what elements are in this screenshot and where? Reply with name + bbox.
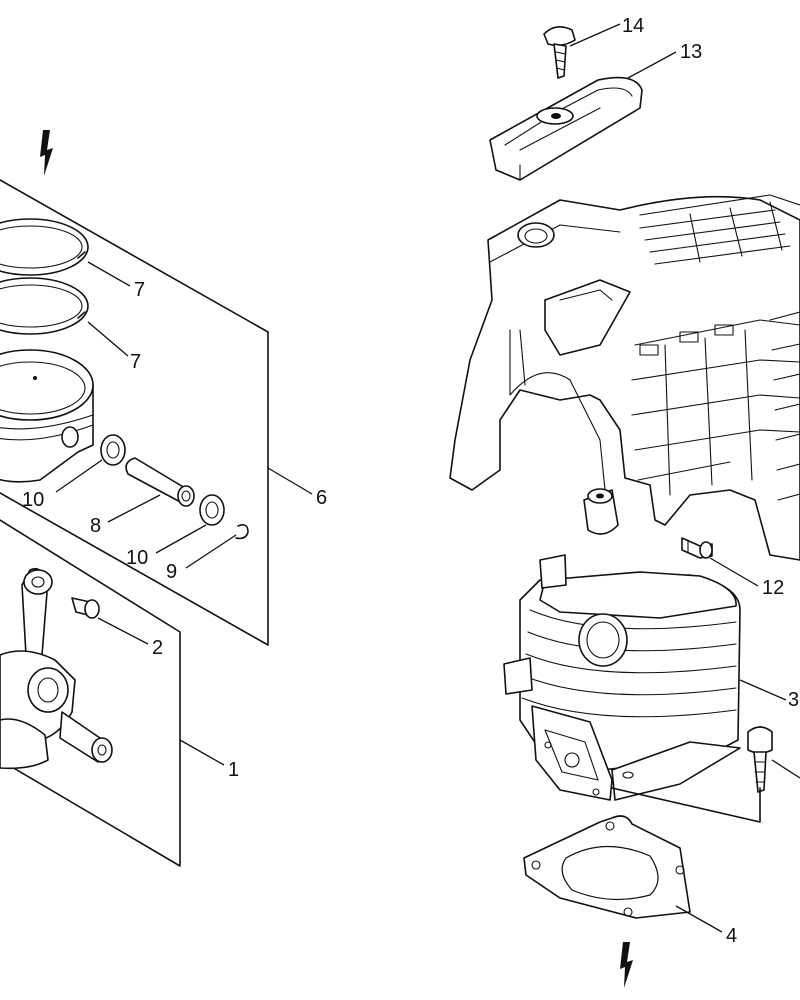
piston-pin — [125, 457, 195, 507]
piston — [0, 349, 94, 483]
screw-top — [543, 26, 576, 79]
callout-7-upper: 7 — [134, 279, 145, 301]
down-arrow-icon — [40, 130, 53, 176]
cylinder-shroud — [449, 194, 800, 561]
callout-2: 2 — [152, 637, 163, 659]
callout-10-upper: 10 — [22, 489, 44, 511]
piston-ring-upper — [0, 218, 89, 276]
piston-ring-lower — [0, 277, 89, 335]
piston-pin-washer-lower — [199, 494, 225, 526]
shroud-top-vents — [639, 194, 800, 265]
cylinder-alignment-lines — [611, 787, 761, 823]
crankshaft — [0, 567, 113, 770]
callout-4: 4 — [726, 925, 737, 947]
cover-plate — [489, 76, 643, 181]
callout-13: 13 — [680, 41, 702, 63]
piston-group-panel — [0, 179, 269, 646]
callout-10-lower: 10 — [126, 547, 148, 569]
shroud-front-grille — [631, 319, 800, 496]
callout-6: 6 — [316, 487, 327, 509]
callout-3: 3 — [788, 689, 799, 711]
callout-9: 9 — [166, 561, 177, 583]
shroud-side-fins — [769, 311, 800, 501]
callout-14: 14 — [622, 15, 644, 37]
callout-labels: 14 13 7 7 6 10 8 10 9 2 1 12 3 4 — [22, 15, 799, 947]
needle-bearing — [71, 597, 100, 619]
shroud-bolt — [681, 537, 713, 559]
cylinder-base-bolt — [747, 726, 773, 793]
cylinder-gasket — [523, 815, 691, 919]
callout-12: 12 — [762, 577, 784, 599]
callout-8: 8 — [90, 515, 101, 537]
piston-pin-washer-upper — [100, 434, 126, 466]
callout-7-lower: 7 — [130, 351, 141, 373]
callout-1: 1 — [228, 759, 239, 781]
cylinder — [503, 554, 741, 801]
crankshaft-group-panel — [0, 519, 181, 867]
down-arrow-icon — [620, 942, 633, 988]
leader-lines — [55, 23, 800, 933]
circlip — [235, 524, 249, 540]
